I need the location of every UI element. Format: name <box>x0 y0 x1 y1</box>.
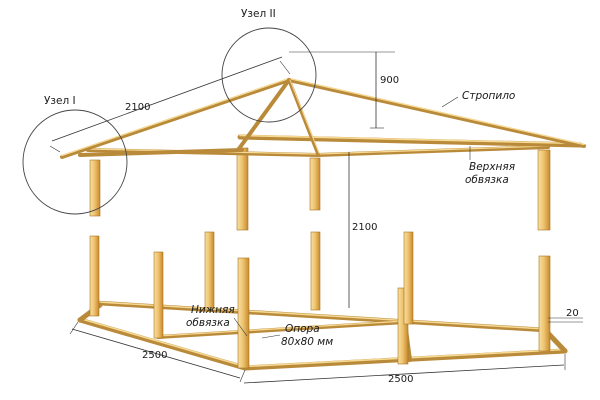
post-left-mid-lower <box>153 251 164 339</box>
post-back-left-lower <box>89 235 100 317</box>
dim-width-front: 2500 <box>388 374 413 385</box>
posts-upper <box>89 147 551 231</box>
dim-roof-height: 900 <box>380 75 399 86</box>
post-back-mid-lower <box>204 231 215 309</box>
node1-circle <box>22 109 128 215</box>
dim-roof-length: 2100 <box>125 102 150 113</box>
leader-lines <box>233 96 471 339</box>
post-right-mid-lower <box>403 231 414 325</box>
post-mid-lower <box>397 287 409 365</box>
label-bottom-frame-1: Нижняя <box>191 304 235 316</box>
dim-post-height: 2100 <box>352 222 377 233</box>
post-back-right-mid-lower <box>310 231 321 311</box>
post-back-left-upper <box>89 159 101 217</box>
label-rafter: Стропило <box>462 90 515 102</box>
label-node2: Узел II <box>241 8 276 20</box>
label-support-1: Опора <box>285 323 320 335</box>
dimension-lines <box>49 51 583 384</box>
post-front-left-lower <box>237 257 250 369</box>
post-front-left-upper <box>236 147 249 231</box>
label-node1: Узел I <box>44 95 76 107</box>
label-bottom-frame-2: обвязка <box>186 317 230 329</box>
label-top-frame-2: обвязка <box>465 174 509 186</box>
roof-rafters <box>60 77 586 159</box>
dim-width-left: 2500 <box>142 350 167 361</box>
post-front-right-upper <box>537 149 551 231</box>
dim-gap: 20 <box>566 308 579 319</box>
node2-circle <box>221 27 317 123</box>
posts-lower <box>89 231 551 369</box>
post-back-right-upper <box>309 157 321 211</box>
post-front-right-lower <box>538 255 551 352</box>
top-frame <box>78 134 583 157</box>
label-top-frame-1: Верхняя <box>469 161 515 173</box>
label-support-2: 80x80 мм <box>281 336 333 348</box>
